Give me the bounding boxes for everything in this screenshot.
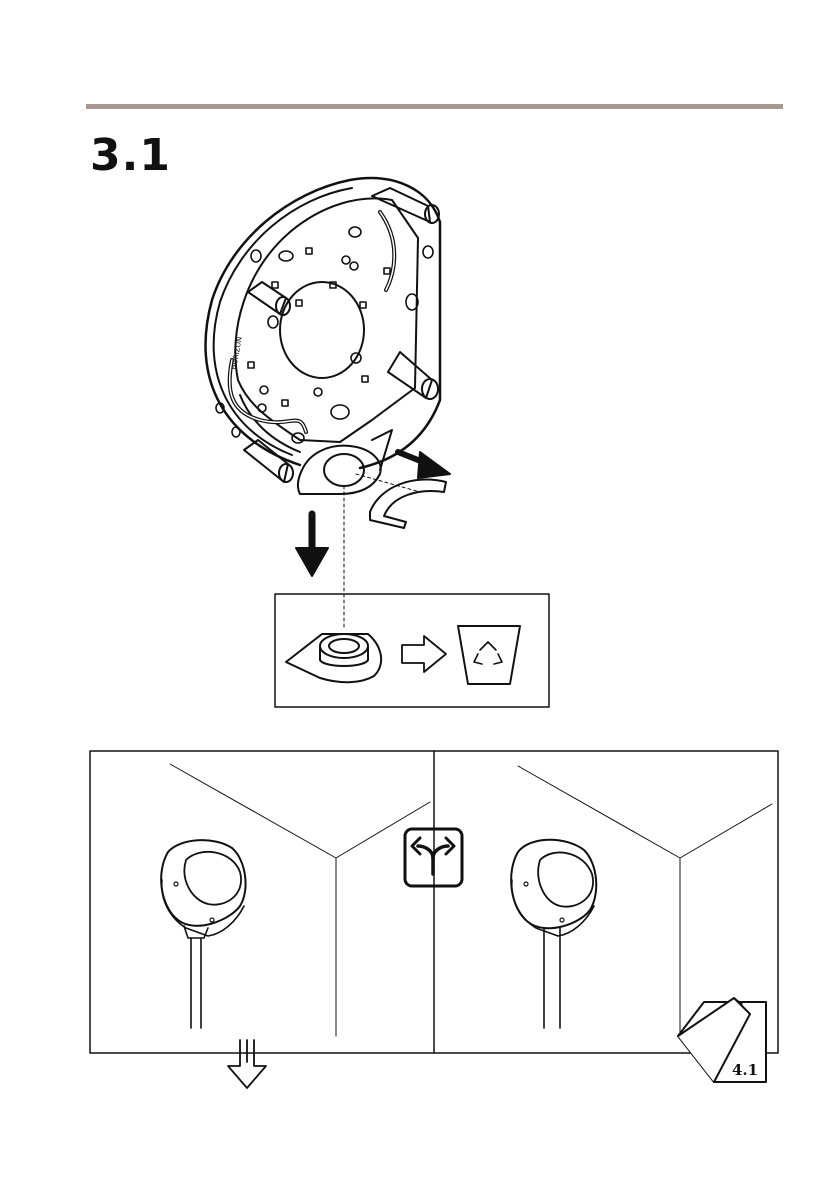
arrow-right-icon [398, 452, 450, 478]
continue-down-icon [228, 1040, 266, 1088]
mounting-bracket-illustration: HORIZON [206, 178, 446, 628]
camera-rear-cable-illustration [511, 840, 596, 1028]
page-reference-label: 4.1 [732, 1061, 758, 1079]
gasket-illustration [286, 634, 381, 682]
page-reference-icon: 4.1 [678, 998, 766, 1082]
recycle-bin-icon [458, 626, 520, 684]
wall-corner-right [518, 766, 772, 1036]
horizon-label: HORIZON [230, 336, 244, 370]
arrow-down-icon [296, 514, 328, 576]
camera-side-cable-illustration [161, 840, 245, 1028]
outline-arrow-right-icon [402, 636, 446, 672]
wall-corner-left [170, 764, 430, 1036]
discard-panel [275, 594, 549, 707]
